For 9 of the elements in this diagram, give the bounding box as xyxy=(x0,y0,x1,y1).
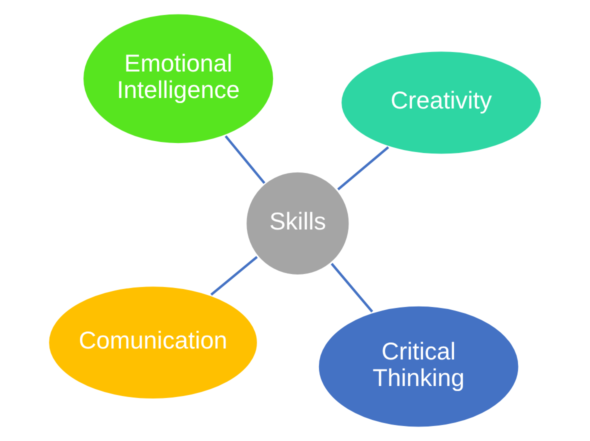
connector xyxy=(330,262,374,312)
node-ellipse: Creativity xyxy=(339,49,544,156)
node-ellipse: Comunication xyxy=(46,284,260,401)
node-ellipse: Critical Thinking xyxy=(316,304,521,430)
connector xyxy=(210,256,258,296)
node-circle: Skills xyxy=(244,170,352,277)
connector xyxy=(224,135,266,184)
connector xyxy=(337,146,390,190)
node-ellipse: Emotional Intelligence xyxy=(81,12,276,146)
